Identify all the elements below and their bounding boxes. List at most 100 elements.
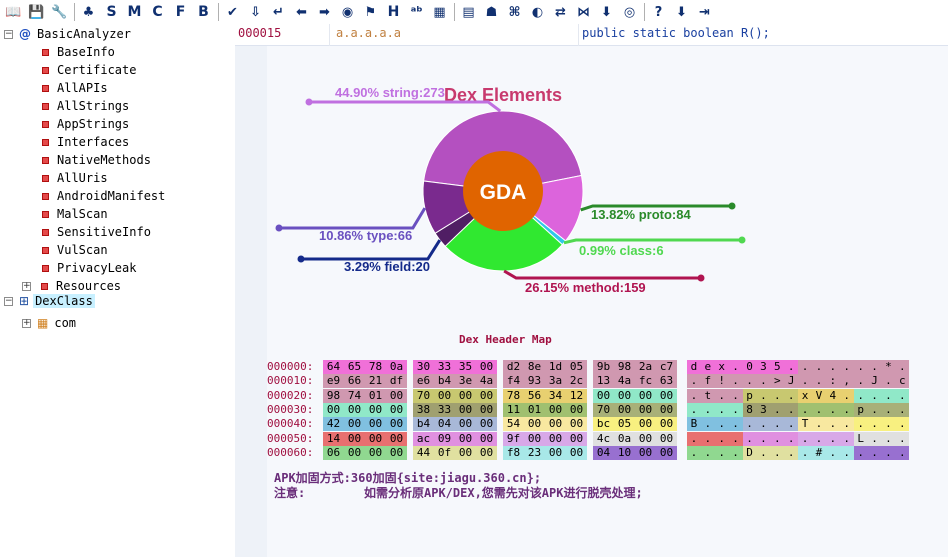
hex-byte[interactable]: 21	[365, 374, 386, 389]
hex-byte[interactable]: 00	[344, 445, 365, 460]
hex-byte[interactable]: 0f	[434, 445, 455, 460]
hex-byte[interactable]: 3a	[545, 374, 566, 389]
hex-byte[interactable]: 00	[656, 445, 677, 460]
toolbar-h-button[interactable]: H	[387, 4, 400, 20]
collapse-icon[interactable]: −	[4, 28, 13, 39]
check-arrow-icon[interactable]: ✔	[227, 4, 238, 20]
pattern-icon[interactable]: ⋈	[577, 4, 590, 20]
tree-item-malscan[interactable]: MalScan	[42, 205, 108, 223]
hex-byte[interactable]: 01	[524, 403, 545, 418]
hex-byte[interactable]: 00	[344, 417, 365, 432]
hex-byte[interactable]: 00	[344, 403, 365, 418]
flag-cross-icon[interactable]: ⚑	[364, 4, 377, 20]
hex-byte[interactable]: 00	[656, 403, 677, 418]
hex-byte[interactable]: 34	[545, 388, 566, 403]
hex-byte[interactable]: 0a	[614, 431, 635, 446]
tree-item-appstrings[interactable]: AppStrings	[42, 115, 129, 133]
hex-byte[interactable]: 00	[455, 403, 476, 418]
ab-icon[interactable]: ᵃᵇ	[410, 4, 423, 20]
hex-byte[interactable]: 38	[413, 403, 434, 418]
hex-byte[interactable]: b4	[413, 417, 434, 432]
hex-byte[interactable]: 00	[656, 431, 677, 446]
hex-byte[interactable]: 00	[323, 403, 344, 418]
download-m-icon[interactable]: ⇩	[250, 4, 261, 20]
toolbar-f-button[interactable]: F	[175, 4, 186, 20]
hex-byte[interactable]: 00	[476, 360, 497, 375]
hex-byte[interactable]: bc	[593, 417, 614, 432]
tree-item-alluris[interactable]: AllUris	[42, 169, 108, 187]
hex-byte[interactable]: 00	[593, 388, 614, 403]
hex-byte[interactable]: 00	[476, 445, 497, 460]
hex-byte[interactable]: 04	[434, 417, 455, 432]
hex-byte[interactable]: 00	[476, 388, 497, 403]
hex-byte[interactable]: 65	[344, 360, 365, 375]
hex-byte[interactable]: 00	[566, 417, 587, 432]
hex-byte[interactable]: 70	[413, 388, 434, 403]
exit-icon[interactable]: ⇥	[699, 4, 710, 20]
hex-byte[interactable]: 00	[365, 417, 386, 432]
hex-byte[interactable]: 00	[386, 417, 407, 432]
hex-byte[interactable]: 70	[593, 403, 614, 418]
tree-node-dexclass[interactable]: − ⊞ DexClass	[4, 292, 95, 310]
hex-byte[interactable]: f4	[503, 374, 524, 389]
hex-byte[interactable]: 04	[593, 445, 614, 460]
hex-byte[interactable]: 63	[656, 374, 677, 389]
hex-byte[interactable]: 33	[434, 360, 455, 375]
command-icon[interactable]: ⌘	[508, 4, 521, 20]
hex-byte[interactable]: 14	[323, 431, 344, 446]
tree-item-nativemethods[interactable]: NativeMethods	[42, 151, 151, 169]
toolbar-m-button[interactable]: M	[127, 4, 142, 20]
tree-item-resources[interactable]: +Resources	[22, 277, 121, 295]
toolbar-s-button[interactable]: S	[106, 4, 117, 20]
hex-byte[interactable]: 66	[344, 374, 365, 389]
tree-item-baseinfo[interactable]: BaseInfo	[42, 43, 115, 61]
hex-byte[interactable]: 78	[503, 388, 524, 403]
hex-byte[interactable]: 33	[434, 403, 455, 418]
toolbar-c-button[interactable]: C	[152, 4, 163, 20]
wrench-icon[interactable]: 🔧	[51, 4, 68, 20]
return-icon[interactable]: ↵	[273, 4, 284, 20]
wpl-icon[interactable]: ▤	[462, 4, 475, 20]
tree-item-allstrings[interactable]: AllStrings	[42, 97, 129, 115]
hex-byte[interactable]: 00	[476, 431, 497, 446]
collapse-icon[interactable]: −	[4, 295, 13, 306]
android-tree-icon[interactable]: ♣	[82, 4, 95, 20]
hex-byte[interactable]: d2	[503, 360, 524, 375]
hex-byte[interactable]: 00	[545, 403, 566, 418]
hex-byte[interactable]: 00	[455, 388, 476, 403]
hex-byte[interactable]: df	[386, 374, 407, 389]
hex-byte[interactable]: 98	[323, 388, 344, 403]
toggle-icon[interactable]: ◐	[531, 4, 544, 20]
hex-byte[interactable]: 00	[545, 445, 566, 460]
help-icon[interactable]: ?	[654, 4, 663, 20]
tree-item-vulscan[interactable]: VulScan	[42, 241, 108, 259]
hex-byte[interactable]: 2c	[566, 374, 587, 389]
hex-byte[interactable]: e6	[413, 374, 434, 389]
hex-byte[interactable]: 00	[656, 388, 677, 403]
hex-byte[interactable]: 05	[566, 360, 587, 375]
hex-byte[interactable]: 44	[413, 445, 434, 460]
hex-byte[interactable]: 00	[566, 403, 587, 418]
tree-item-certificate[interactable]: Certificate	[42, 61, 136, 79]
hex-byte[interactable]: 06	[323, 445, 344, 460]
hex-byte[interactable]: 00	[476, 403, 497, 418]
hex-byte[interactable]: 10	[614, 445, 635, 460]
save-icon[interactable]: 💾	[28, 4, 45, 20]
hex-byte[interactable]: 78	[365, 360, 386, 375]
hex-byte[interactable]: 00	[635, 417, 656, 432]
hex-byte[interactable]: 74	[344, 388, 365, 403]
hex-byte[interactable]: b4	[434, 374, 455, 389]
tree-item-androidmanifest[interactable]: AndroidManifest	[42, 187, 165, 205]
android-icon[interactable]: ☗	[485, 4, 498, 20]
hex-byte[interactable]: 11	[503, 403, 524, 418]
hex-byte[interactable]: 00	[365, 431, 386, 446]
hex-byte[interactable]: 2a	[635, 360, 656, 375]
swap-icon[interactable]: ⇄	[555, 4, 566, 20]
hex-byte[interactable]: 00	[635, 403, 656, 418]
hex-byte[interactable]: 00	[635, 388, 656, 403]
hex-byte[interactable]: 00	[566, 431, 587, 446]
hex-byte[interactable]: 4a	[614, 374, 635, 389]
toolbar-b-button[interactable]: B	[198, 4, 209, 20]
tree-node-com[interactable]: + ▦ com	[22, 314, 76, 332]
download-icon[interactable]: ⬇	[676, 4, 687, 20]
